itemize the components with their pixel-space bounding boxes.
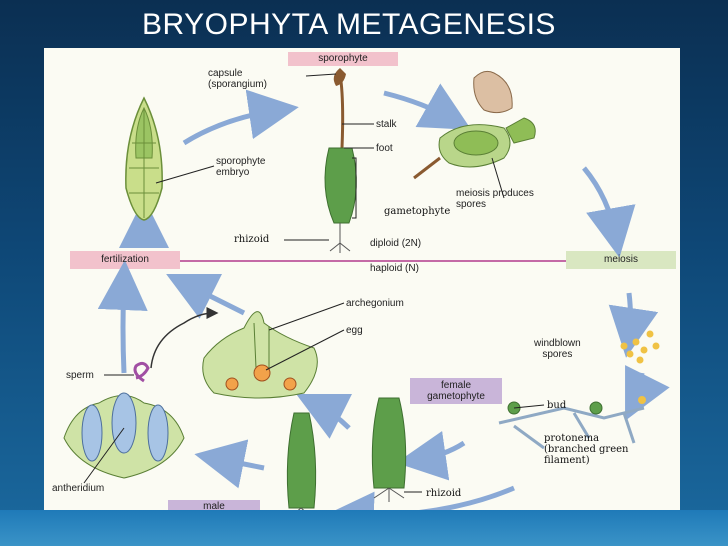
arrow-male-to-antheridium xyxy=(194,439,265,489)
label-fertilization: fertilization xyxy=(101,254,149,265)
arrow-antheridium-to-fertilization xyxy=(97,260,148,374)
label-bud: bud xyxy=(547,400,567,411)
label-haploid: haploid (N) xyxy=(370,263,419,274)
female-gametophyte-illustration xyxy=(371,397,407,502)
label-meiosis: meiosis xyxy=(604,254,638,265)
fertilization-box xyxy=(70,251,180,269)
label-foot: foot xyxy=(376,143,393,154)
label-diploid: diploid (2N) xyxy=(370,238,422,249)
page-title: BRYOPHYTA METAGENESIS xyxy=(142,8,556,41)
label-sperm: sperm xyxy=(66,370,94,381)
label-protonema: protonema (branched green filament) xyxy=(544,433,629,466)
label-windblown-spores: windblown spores xyxy=(534,338,581,360)
female-gametophyte-box xyxy=(410,378,502,404)
arrow-protonema-to-female xyxy=(396,431,466,481)
decorative-sea-band xyxy=(0,510,728,546)
arrow-meiosis-to-spores xyxy=(608,292,659,358)
label-gametophyte: gametophyte xyxy=(384,206,451,217)
label-capsule: capsule (sporangium) xyxy=(208,68,267,90)
sporophyte-illustration xyxy=(324,68,357,253)
label-archegonium: archegonium xyxy=(346,298,404,309)
label-stalk: stalk xyxy=(376,119,397,130)
label-egg: egg xyxy=(346,325,363,336)
label-sporophyte: sporophyte xyxy=(318,53,368,64)
antheridium-illustration xyxy=(63,392,185,479)
sporophyte-embryo-illustration xyxy=(125,96,163,221)
arrow-sporophyte-to-capsule xyxy=(383,83,472,130)
label-rhizoid-top: rhizoid xyxy=(234,234,270,245)
capsule-illustration xyxy=(413,70,536,180)
archegonium-illustration xyxy=(202,311,318,399)
label-antheridium: antheridium xyxy=(52,483,105,494)
diagram-panel: sporophyte capsule (sporangium) stalk fo… xyxy=(44,48,680,526)
sporophyte-box xyxy=(288,52,398,66)
life-cycle-diagram xyxy=(63,52,676,526)
male-gametophyte-illustration xyxy=(286,412,317,519)
arrow-archegonium-to-fertilization xyxy=(166,274,246,319)
spores-illustration xyxy=(620,330,660,364)
arrow-embryo-to-sporophyte xyxy=(182,89,299,146)
sperm-illustration xyxy=(133,361,150,383)
arrow-female-to-archegonium xyxy=(296,394,353,439)
label-female-gametophyte: female gametophyte xyxy=(427,380,485,402)
arrow-capsule-to-meiosis xyxy=(582,166,636,258)
label-sporophyte-embryo: sporophyte embryo xyxy=(216,156,266,178)
protonema-illustration xyxy=(498,396,646,450)
arrow-spores-to-protonema xyxy=(625,364,670,421)
label-rhizoid-bottom: rhizoid xyxy=(426,488,462,499)
label-meiosis-produces-spores: meiosis produces spores xyxy=(456,188,534,210)
